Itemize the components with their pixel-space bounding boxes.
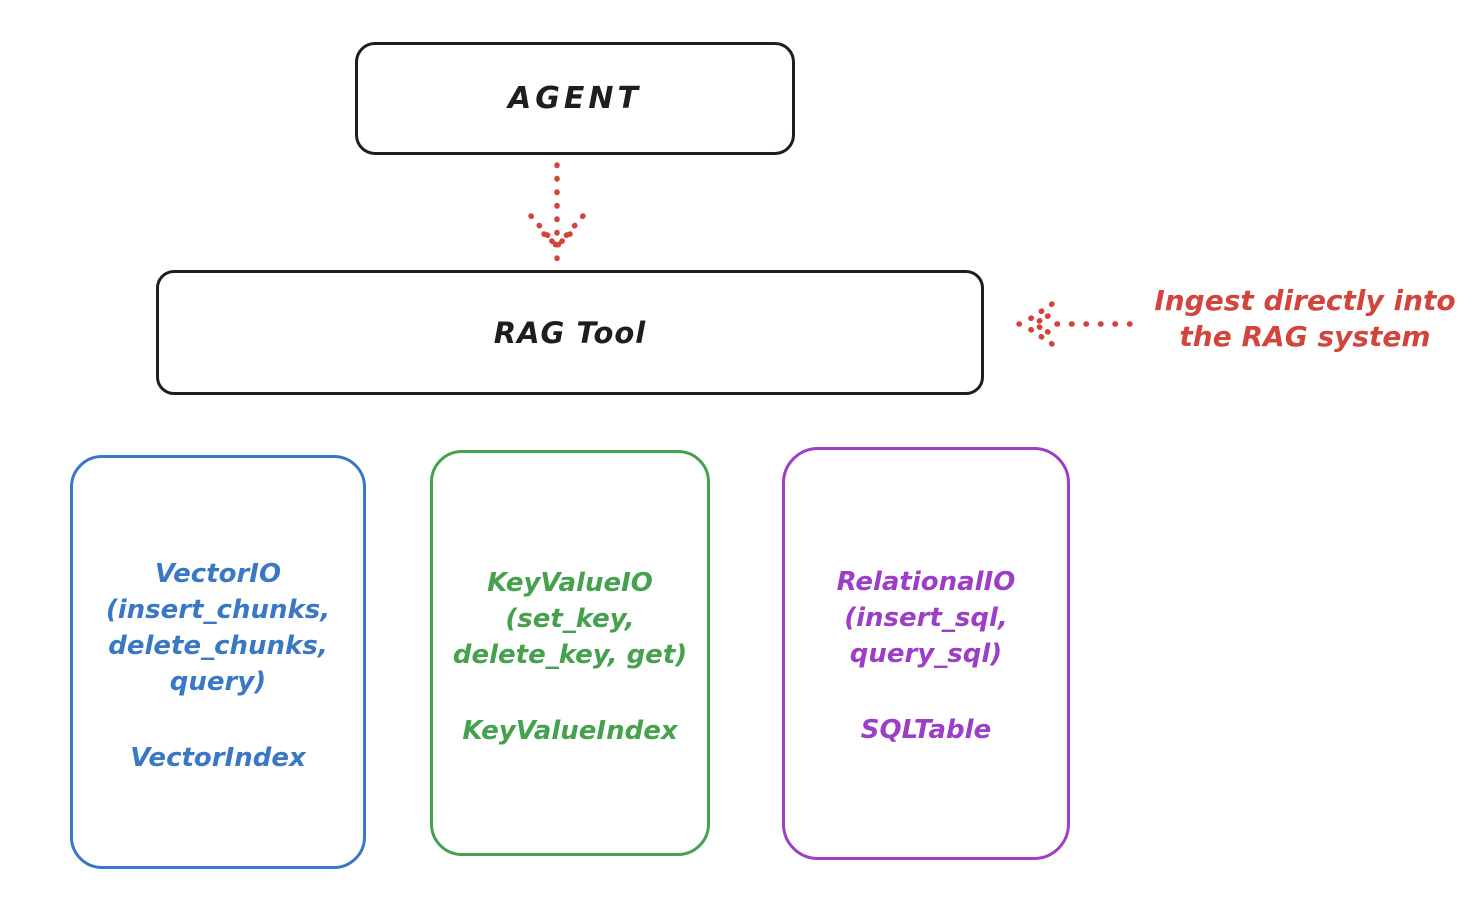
keyvalue-index-label: KeyValueIndex [462, 716, 678, 746]
rag-tool-label: RAG Tool [493, 315, 647, 350]
vector-io-methods-line1: (insert_chunks, [105, 595, 331, 625]
sql-table-label: SQLTable [860, 715, 992, 745]
dotted-arrow-down-icon [528, 162, 586, 262]
relational-io-node: RelationalIO (insert_sql, query_sql) SQL… [782, 447, 1070, 860]
vector-io-methods-line3: query) [169, 667, 267, 697]
ingest-annotation: Ingest directly into the RAG system [1135, 283, 1475, 355]
keyvalue-io-methods-line2: delete_key, get) [452, 640, 688, 670]
keyvalue-io-node: KeyValueIO (set_key, delete_key, get) Ke… [430, 450, 710, 856]
relational-io-methods-line2: query_sql) [849, 639, 1003, 669]
vector-io-node: VectorIO (insert_chunks, delete_chunks, … [70, 455, 366, 869]
vector-io-methods-line2: delete_chunks, [108, 631, 328, 661]
rag-tool-node: RAG Tool [156, 270, 984, 395]
dotted-arrow-left-icon [1016, 301, 1133, 347]
relational-io-title: RelationalIO [836, 567, 1016, 597]
vector-io-title: VectorIO [154, 559, 282, 589]
ingest-annotation-line1: Ingest directly into [1154, 284, 1456, 317]
keyvalue-io-methods-line1: (set_key, [505, 604, 635, 634]
ingest-annotation-line2: the RAG system [1179, 320, 1431, 353]
relational-io-methods-line1: (insert_sql, [844, 603, 1008, 633]
vector-index-label: VectorIndex [130, 743, 306, 773]
keyvalue-io-title: KeyValueIO [487, 568, 653, 598]
agent-node: AGENT [355, 42, 795, 155]
agent-label: AGENT [508, 81, 642, 116]
